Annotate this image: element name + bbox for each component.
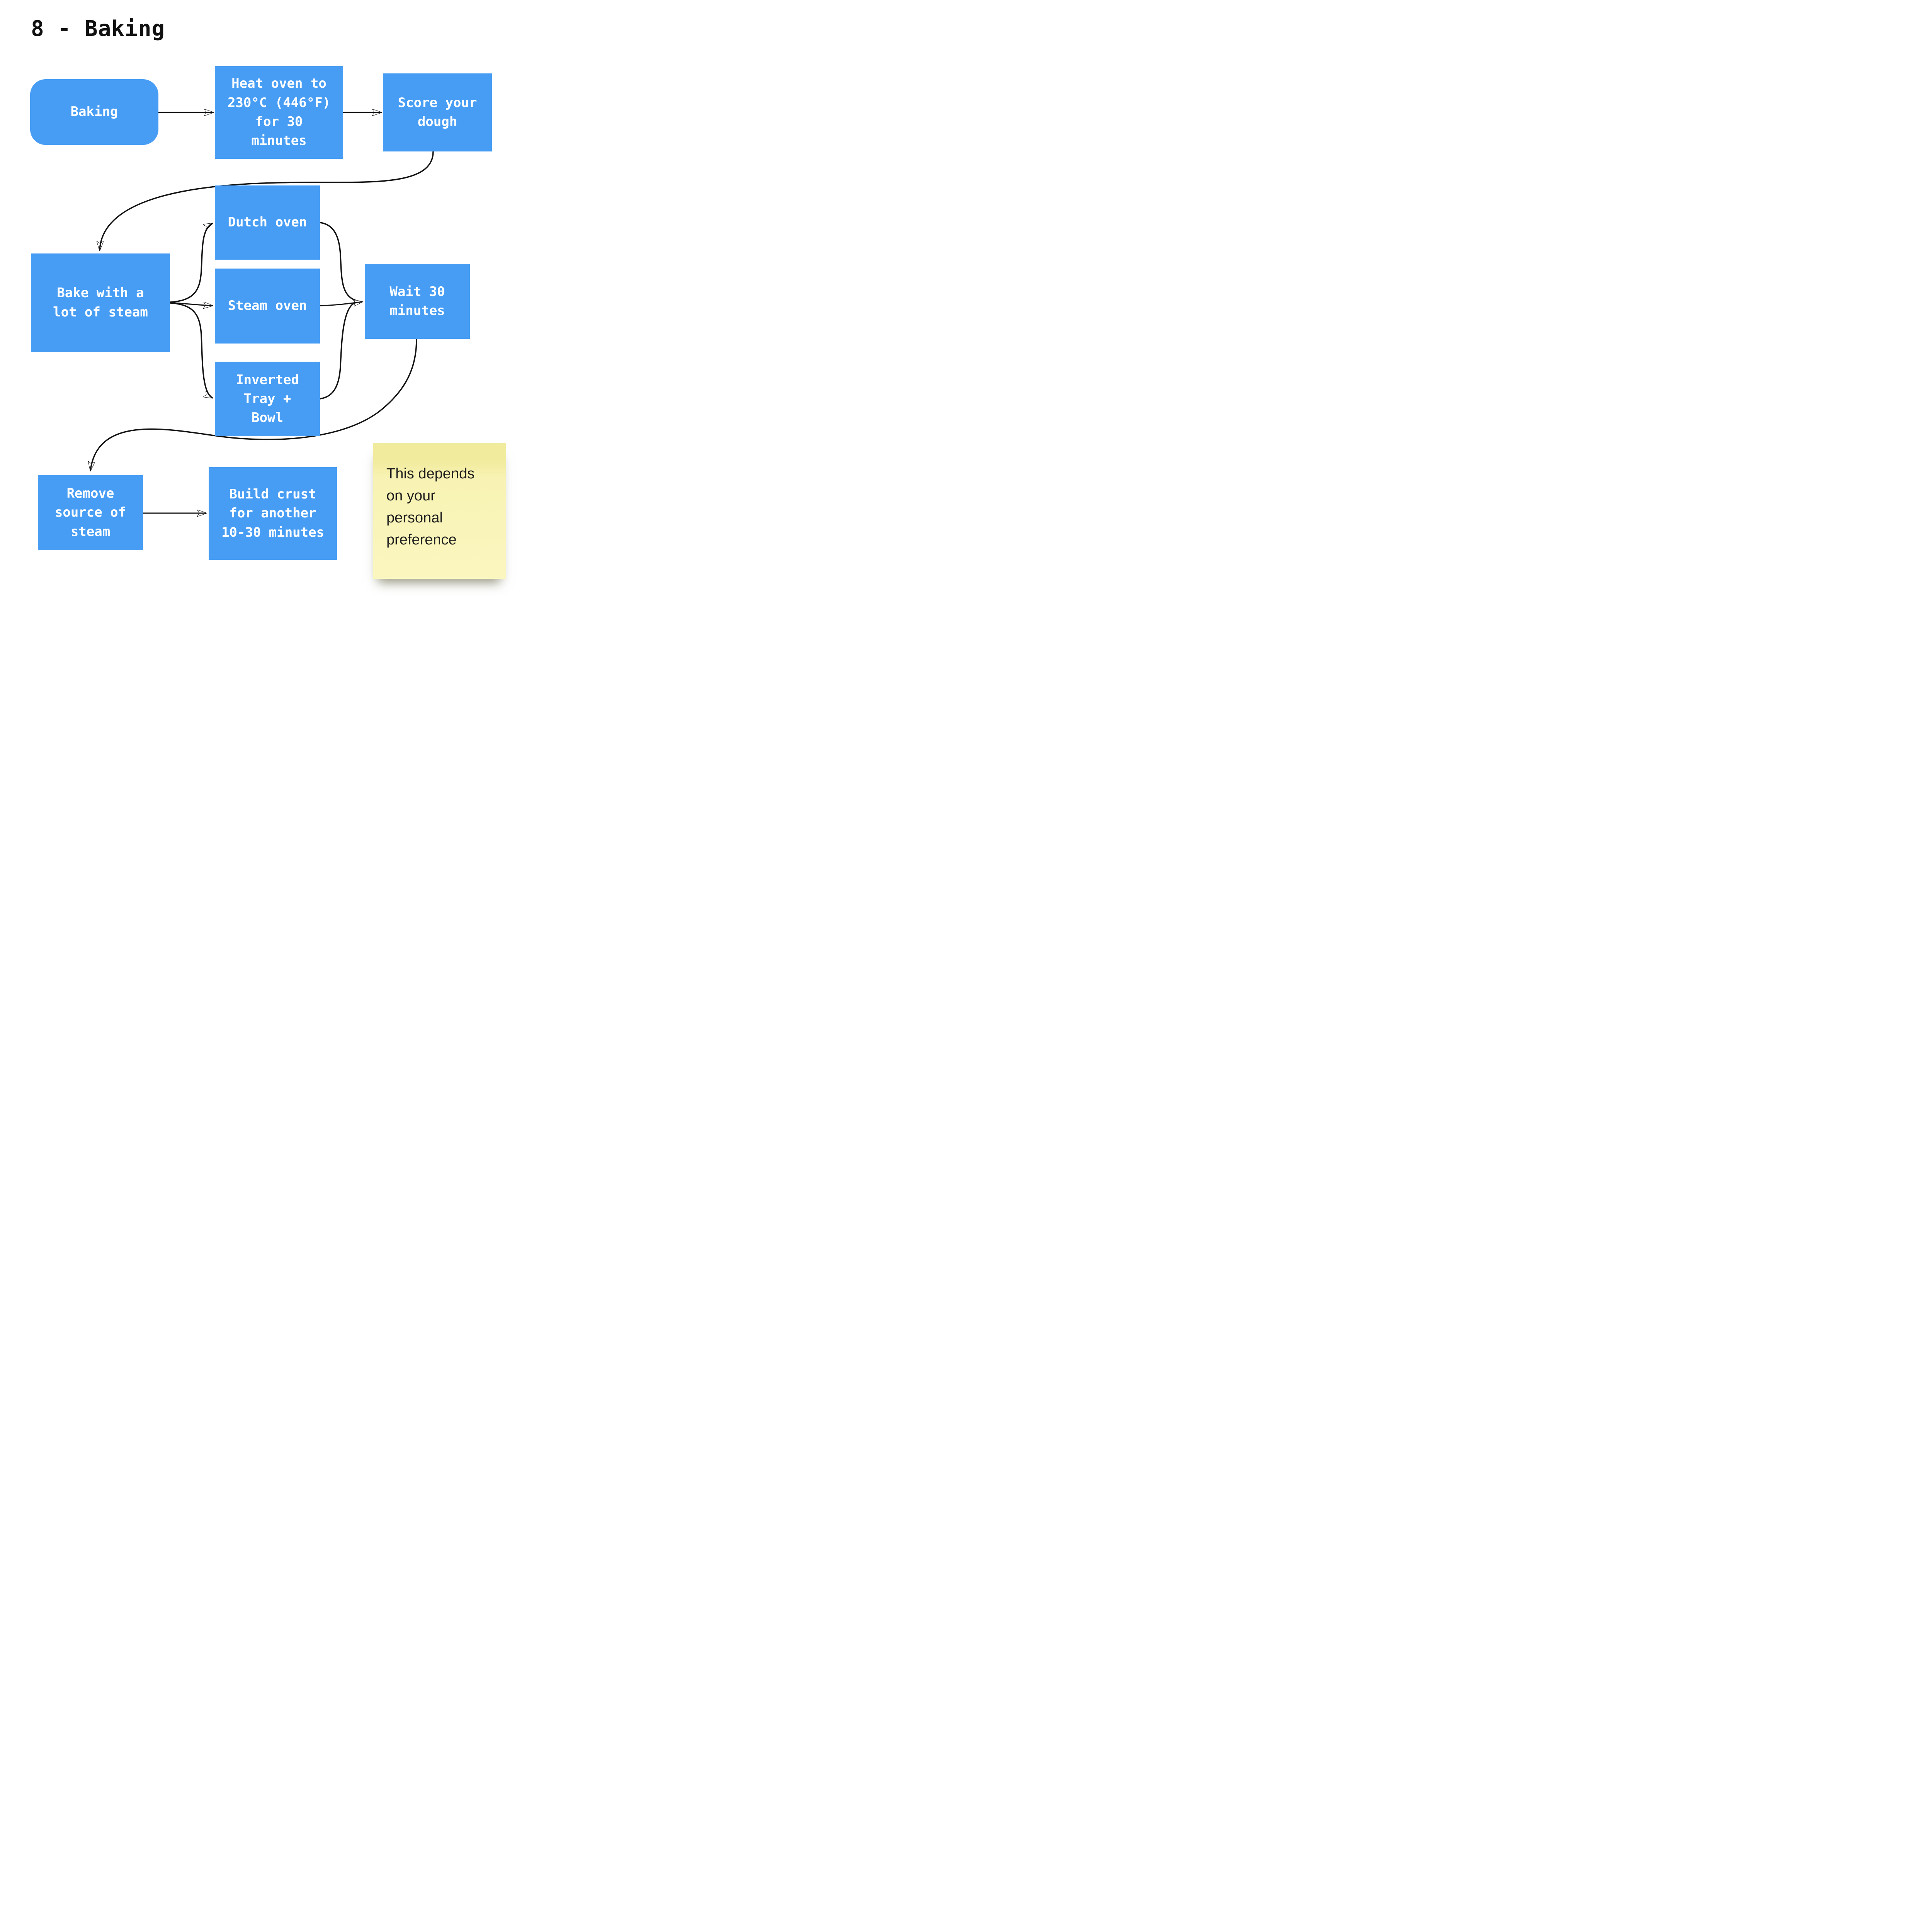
node-baking: Baking xyxy=(30,79,158,145)
node-build-crust: Build crust for another 10-30 minutes xyxy=(209,467,337,560)
node-dutch-oven: Dutch oven xyxy=(215,185,320,260)
edge-bake-steam xyxy=(170,303,213,306)
edge-dutch-wait xyxy=(320,222,356,301)
node-remove-steam-source: Remove source of steam xyxy=(38,475,143,550)
edge-inverted-wait xyxy=(320,302,356,400)
node-inverted-tray-bowl: Inverted Tray + Bowl xyxy=(215,362,320,436)
node-steam-oven: Steam oven xyxy=(215,269,320,344)
edge-bake-dutch xyxy=(170,223,213,303)
node-heat-oven: Heat oven to 230°C (446°F) for 30 minute… xyxy=(215,66,343,159)
diagram-title: 8 - Baking xyxy=(31,16,165,41)
sticky-note: This depends on your personal preference xyxy=(373,443,506,579)
flowchart-canvas: 8 - Baking Baking Heat oven to 230°C (44… xyxy=(0,0,521,596)
node-bake-with-steam: Bake with a lot of steam xyxy=(31,253,170,352)
node-score-dough: Score your dough xyxy=(383,73,492,151)
edge-steam-wait xyxy=(320,302,362,306)
edge-bake-inverted xyxy=(170,302,213,398)
node-wait-30-minutes: Wait 30 minutes xyxy=(365,264,470,339)
